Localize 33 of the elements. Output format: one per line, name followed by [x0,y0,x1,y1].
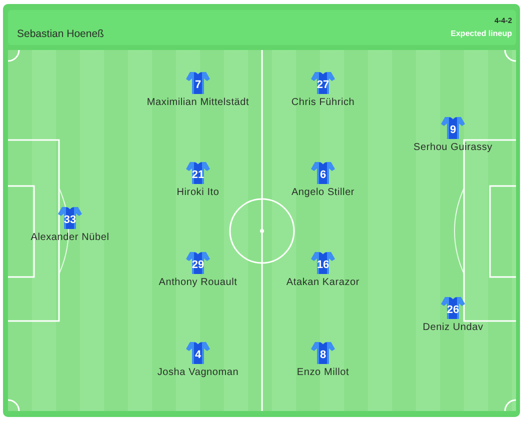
player-jersey [186,252,210,274]
shirt-number: 29 [192,260,204,270]
player-jersey [311,252,335,274]
player-jersey [311,162,335,184]
player-jersey [186,72,210,94]
player-name: Angelo Stiller [291,187,355,199]
player-jersey [186,162,210,184]
player-name: Josha Vagnoman [157,367,239,379]
player-jersey [58,207,82,229]
shirt-number: 27 [316,80,330,90]
shirt-number: 21 [192,170,204,180]
lineup-status: Expected lineup [450,29,512,39]
shirt-number: 6 [320,170,326,180]
shirt-number: 16 [316,260,330,270]
shirt-number: 9 [450,124,456,136]
player-name: Chris Führich [291,97,355,109]
player-jersey [186,342,210,364]
player-jersey [441,297,465,319]
shirt-number: 7 [194,80,202,90]
player-jersey [441,117,465,139]
player-name: Deniz Undav [422,322,484,334]
player-jersey [311,72,335,94]
shirt-number: 33 [64,214,76,226]
player-jersey [311,342,335,364]
player-name: Hiroki Ito [176,187,220,199]
shirt-number: 26 [446,304,460,316]
player-name: Enzo Millot [296,367,350,379]
player-name: Anthony Rouault [158,277,238,289]
shirt-number: 8 [320,350,326,360]
player-name: Maximilian Mittelstädt [146,97,250,109]
player-name: Atakan Karazor [286,277,360,289]
shirt-number: 4 [194,350,202,360]
coach-name: Sebastian Hoeneß [17,28,104,40]
